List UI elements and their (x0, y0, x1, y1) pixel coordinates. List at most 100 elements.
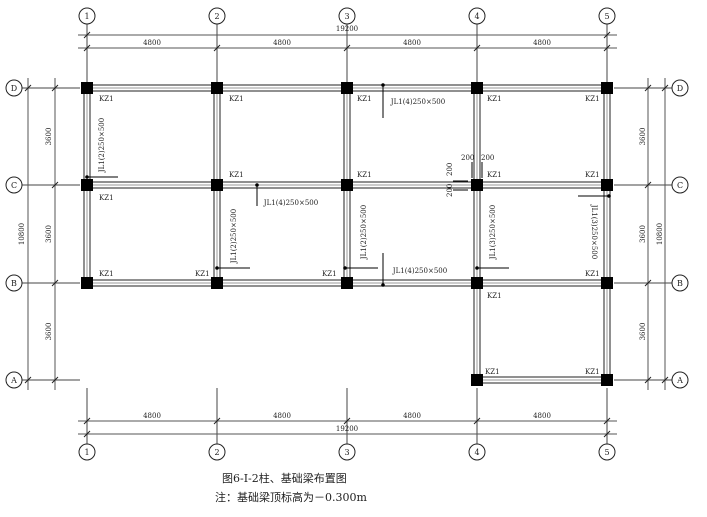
column-kz1 (601, 277, 613, 289)
dim-bay-right: 3600 (639, 225, 647, 243)
column-label: KZ1 (487, 95, 502, 103)
axis-bubble-C-label: C (677, 181, 683, 190)
leader-dot (343, 266, 347, 270)
column-kz1 (81, 82, 93, 94)
dim-tick (603, 417, 611, 425)
dim-bay-left: 3600 (45, 323, 53, 341)
axis-bubble-3-label: 3 (344, 12, 349, 21)
beam-label: JL1(3)250×500 (489, 205, 497, 260)
dim-tick (51, 279, 59, 287)
axis-bubble-C (671, 176, 689, 194)
leader-dot (85, 175, 89, 179)
dim-tick (343, 44, 351, 52)
dim-tick (644, 376, 652, 384)
column-kz1 (341, 179, 353, 191)
axis-bubble-4-label: 4 (474, 448, 479, 457)
column-label: KZ1 (585, 171, 600, 179)
column-label: KZ1 (322, 270, 337, 278)
dim-tick (473, 44, 481, 52)
dim-bay-left: 3600 (45, 128, 53, 146)
column-kz1 (471, 374, 483, 386)
dim-tick (644, 181, 652, 189)
dim-bay-top: 4800 (403, 39, 421, 47)
beam-label: JL1(2)250×500 (230, 209, 238, 264)
dim-tick (213, 44, 221, 52)
axis-bubble-5 (598, 443, 616, 461)
column-kz1 (211, 82, 223, 94)
beam-label: JL1(2)250×500 (98, 118, 106, 173)
column-label: KZ1 (99, 194, 114, 202)
drawing-note: 注：基础梁顶标高为－0.300m (215, 491, 367, 504)
dim-tick (83, 430, 91, 438)
column-kz1 (471, 179, 483, 191)
axis-bubble-C (5, 176, 23, 194)
beam-label: JL1(4)250×500 (390, 98, 445, 106)
dim-offset: 200 (481, 154, 494, 162)
axis-bubble-5 (598, 7, 616, 25)
axis-bubble-D-label: D (11, 84, 17, 93)
column-label: KZ1 (585, 95, 600, 103)
axis-bubble-2 (208, 443, 226, 461)
dim-tick (603, 31, 611, 39)
leader-dot (475, 266, 479, 270)
column-kz1 (211, 179, 223, 191)
column-kz1 (211, 277, 223, 289)
dim-tick (83, 44, 91, 52)
dim-tick (51, 84, 59, 92)
column-kz1 (601, 374, 613, 386)
dim-offset: 200 (461, 154, 474, 162)
axis-bubble-2-label: 2 (214, 12, 219, 21)
axis-bubble-B-label: B (11, 279, 17, 288)
axis-bubble-A-label: A (676, 376, 683, 385)
dim-total-bottom: 19200 (336, 425, 358, 433)
column-label: KZ1 (487, 171, 502, 179)
axis-bubble-3 (338, 443, 356, 461)
leader-dot (215, 266, 219, 270)
axis-bubble-C-label: C (11, 181, 17, 190)
axis-bubble-2 (208, 7, 226, 25)
axis-bubble-3-label: 3 (344, 448, 349, 457)
dim-offset: 200 (446, 184, 454, 197)
dim-tick (473, 417, 481, 425)
axis-bubble-D (5, 79, 23, 97)
dim-offset: 200 (446, 163, 454, 176)
column-kz1 (601, 82, 613, 94)
axis-bubble-5-label: 5 (604, 448, 609, 457)
column-label: KZ1 (229, 95, 244, 103)
column-kz1 (81, 179, 93, 191)
dim-tick (644, 84, 652, 92)
axis-bubble-4 (468, 7, 486, 25)
dim-bay-bottom: 4800 (533, 412, 551, 420)
dim-tick (51, 376, 59, 384)
column-kz1 (471, 82, 483, 94)
dim-bay-bottom: 4800 (143, 412, 161, 420)
column-label: KZ1 (585, 368, 600, 376)
beam-label: JL1(4)250×500 (263, 199, 318, 207)
column-kz1 (471, 277, 483, 289)
dim-tick (213, 417, 221, 425)
axis-bubble-A (671, 371, 689, 389)
axis-bubble-2-label: 2 (214, 448, 219, 457)
leader-dot (381, 83, 385, 87)
axis-bubble-D-label: D (677, 84, 683, 93)
column-label: KZ1 (487, 292, 502, 300)
dim-bay-left: 3600 (45, 225, 53, 243)
leader-dot (381, 283, 385, 287)
dim-bay-bottom: 4800 (403, 412, 421, 420)
dim-tick (83, 31, 91, 39)
dim-tick (83, 417, 91, 425)
dim-bay-bottom: 4800 (273, 412, 291, 420)
axis-bubble-1-label: 1 (84, 448, 89, 457)
axis-bubble-4 (468, 443, 486, 461)
leader-dot (607, 194, 611, 198)
axis-bubble-A-label: A (10, 376, 17, 385)
column-label: KZ1 (195, 270, 210, 278)
axis-bubble-1-label: 1 (84, 12, 89, 21)
beam-label: JL1(3)250×500 (590, 204, 598, 259)
leader-dot (255, 183, 259, 187)
dim-tick (51, 181, 59, 189)
dim-total-top: 19200 (336, 25, 358, 33)
dim-tick (661, 84, 669, 92)
dim-tick (603, 430, 611, 438)
